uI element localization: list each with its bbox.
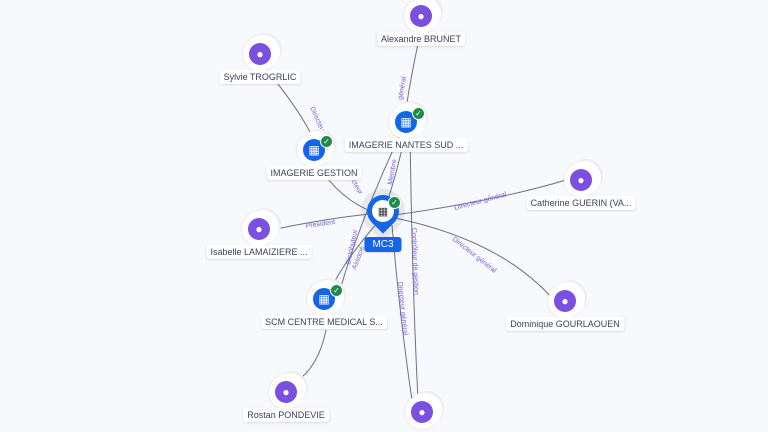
node-label: Dominique GOURLAOUEN [506, 317, 624, 331]
node-label: Sylvie TROGRLIC [219, 70, 301, 84]
node-label: Catherine GUERIN (VA... [526, 196, 636, 210]
person-icon: ● [248, 218, 270, 240]
node-label: SCM CENTRE MEDICAL S... [261, 315, 387, 329]
person-icon: ● [275, 381, 297, 403]
edge-catherine [394, 179, 567, 216]
node-label: IMAGERIE GESTION [266, 166, 362, 180]
edge-dominique [394, 217, 553, 299]
node-label: Isabelle LAMAIZIERE ... [206, 245, 312, 259]
verified-icon: ✓ [412, 107, 425, 120]
node-label: Alexandre BRUNET [376, 32, 466, 46]
building-icon: ▦ [395, 111, 417, 133]
person-icon: ● [249, 43, 271, 65]
node-label: Rostan PONDEVIE [243, 408, 329, 422]
building-icon: ▦ [313, 288, 335, 310]
edge-label-sylvie: Directeur [308, 106, 327, 135]
node-label: IMAGERIE NANTES SUD ... [344, 138, 468, 152]
edge-label-alexandre: général [397, 76, 408, 101]
person-icon: ● [410, 5, 432, 27]
edge-label-isabelle: Président [305, 219, 335, 230]
edge-label-bottom: Directeur général [396, 281, 409, 336]
edge-label-catherine: Directeur général [454, 191, 508, 212]
person-icon: ● [554, 290, 576, 312]
person-icon: ● [411, 401, 433, 423]
edge-nantes-controle [409, 131, 419, 401]
verified-icon: ✓ [388, 196, 401, 209]
edge-label-controle: Contrôleur de gestion [410, 228, 419, 295]
edge-label-nantes: Membre [387, 159, 398, 186]
edge-label-dominique: Directeur général [451, 236, 498, 275]
verified-icon: ✓ [320, 135, 333, 148]
edge-rostan [291, 329, 327, 385]
building-icon: ▦ [303, 139, 325, 161]
edge-nantes-distrib [339, 134, 401, 291]
center-label: MC3 [364, 237, 402, 252]
edge-isabelle [275, 213, 371, 230]
verified-icon: ✓ [330, 284, 343, 297]
person-icon: ● [570, 169, 592, 191]
